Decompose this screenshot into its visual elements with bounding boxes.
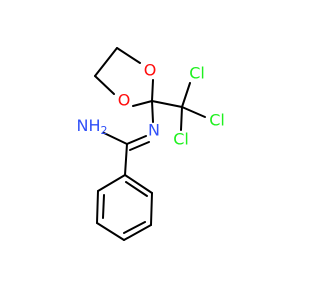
bond-ar-1 <box>124 174 153 194</box>
bond-ch2-o1 <box>116 47 141 64</box>
atom-cl-top: Cl <box>189 64 205 83</box>
bond-ar-4 <box>96 222 125 241</box>
atom-cl-right: Cl <box>209 111 225 130</box>
bond-cq-ccl3 <box>151 100 183 108</box>
atom-nh2-subscript: 2 <box>101 124 108 137</box>
bond-camidine-phenyl <box>124 143 128 176</box>
atom-cl-bottom: Cl <box>173 130 189 149</box>
atom-nh2-label: NH <box>77 116 101 135</box>
bond-cq-o2 <box>132 100 153 107</box>
bond-ar-inner-2 <box>123 221 146 234</box>
atom-o1: O <box>144 61 157 80</box>
bond-ar-5 <box>96 190 99 224</box>
atom-nh2: NH2 <box>77 116 108 138</box>
bond-c-cl-right <box>181 106 206 118</box>
atom-o2: O <box>118 91 131 110</box>
bond-n-camidine-a <box>126 135 147 145</box>
bond-ar-3 <box>123 224 152 241</box>
bond-cq-n <box>151 100 154 123</box>
molecule-diagram: O O N NH2 Cl Cl Cl <box>77 47 225 241</box>
bond-ar-6 <box>97 174 126 192</box>
atom-n: N <box>148 121 160 140</box>
bond-ar-inner-1 <box>125 181 148 197</box>
structure-canvas: O O N NH2 Cl Cl Cl <box>77 47 225 241</box>
bond-c-cl-top <box>181 82 191 108</box>
bond-c-cl-bottom <box>180 106 183 131</box>
bond-o1-cq <box>151 79 154 102</box>
bond-n-camidine-b <box>129 141 150 151</box>
bond-ch2-ch2 <box>94 47 118 77</box>
bond-o2-ch2 <box>94 75 115 95</box>
bond-camidine-nh2 <box>103 132 128 145</box>
bond-ar-inner-3 <box>102 194 105 219</box>
bond-ar-2 <box>150 192 153 226</box>
